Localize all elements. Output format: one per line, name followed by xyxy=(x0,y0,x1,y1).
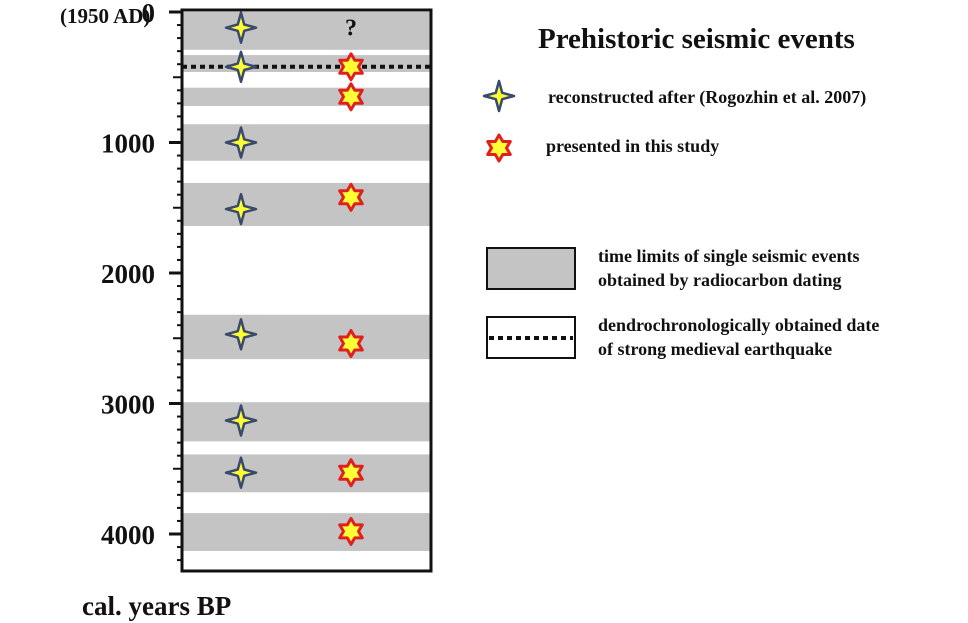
y-axis-tick-labels: 0 1000 2000 3000 4000 xyxy=(101,0,155,550)
reconstructed-event-marker-1 xyxy=(224,11,258,44)
annotations: ? xyxy=(345,16,357,42)
legend-six-star-icon xyxy=(486,133,512,163)
legend: reconstructed after (Rogozhin et al. 200… xyxy=(482,79,879,359)
origin-label: (1950 AD) xyxy=(60,4,150,28)
legend-label-dendro-line2: of strong medieval earthquake xyxy=(598,339,832,359)
study-event-marker-3 xyxy=(338,182,364,212)
study-event-marker-6 xyxy=(338,516,364,546)
legend-label-radiocarbon-line1: time limits of single seismic events xyxy=(598,246,859,266)
event-band-6 xyxy=(182,314,431,360)
reconstructed-events xyxy=(224,11,258,489)
legend-label-reconstructed: reconstructed after (Rogozhin et al. 200… xyxy=(548,87,866,108)
reconstructed-event-marker-5 xyxy=(224,318,258,351)
event-band-9 xyxy=(182,513,431,551)
legend-six-star-shape xyxy=(486,133,512,163)
y-tick-label-3000: 3000 xyxy=(101,390,155,420)
chart-title: Prehistoric seismic events xyxy=(538,23,855,55)
event-band-2 xyxy=(182,55,431,73)
y-tick-label-2000: 2000 xyxy=(101,259,155,289)
event-band-4 xyxy=(182,124,431,161)
legend-label-dendro-line1: dendrochronologically obtained date xyxy=(598,315,879,335)
reconstructed-event-marker-4 xyxy=(224,192,258,226)
reconstructed-event-marker-3 xyxy=(224,126,258,159)
study-event-marker-1 xyxy=(338,52,364,82)
study-events xyxy=(338,52,364,546)
y-tick-label-4000: 4000 xyxy=(101,520,155,550)
reconstructed-event-marker-6 xyxy=(224,404,258,437)
study-event-marker-4 xyxy=(338,329,364,358)
reconstructed-event-marker-2 xyxy=(224,50,258,84)
event-band-8 xyxy=(182,454,431,493)
y-axis-title: cal. years BP xyxy=(82,591,231,621)
y-axis-ticks xyxy=(169,10,182,562)
legend-label-radiocarbon-line2: obtained by radiocarbon dating xyxy=(598,270,842,290)
event-bands xyxy=(182,12,431,551)
plot-frame xyxy=(180,8,433,573)
y-tick-label-1000: 1000 xyxy=(101,129,155,159)
legend-four-star-shape xyxy=(482,79,516,113)
y-tick-label-0: 0 xyxy=(142,0,156,28)
event-band-5 xyxy=(182,182,431,227)
event-band-1 xyxy=(182,12,431,50)
legend-gray-box-icon xyxy=(486,247,576,290)
study-event-marker-5 xyxy=(338,458,364,488)
event-band-7 xyxy=(182,402,431,442)
annotation-question-mark: ? xyxy=(345,16,357,42)
reconstructed-event-marker-7 xyxy=(224,456,258,489)
study-event-marker-2 xyxy=(338,82,364,112)
legend-label-study: presented in this study xyxy=(546,136,719,156)
event-band-3 xyxy=(182,87,431,106)
legend-four-star-icon xyxy=(482,79,516,113)
